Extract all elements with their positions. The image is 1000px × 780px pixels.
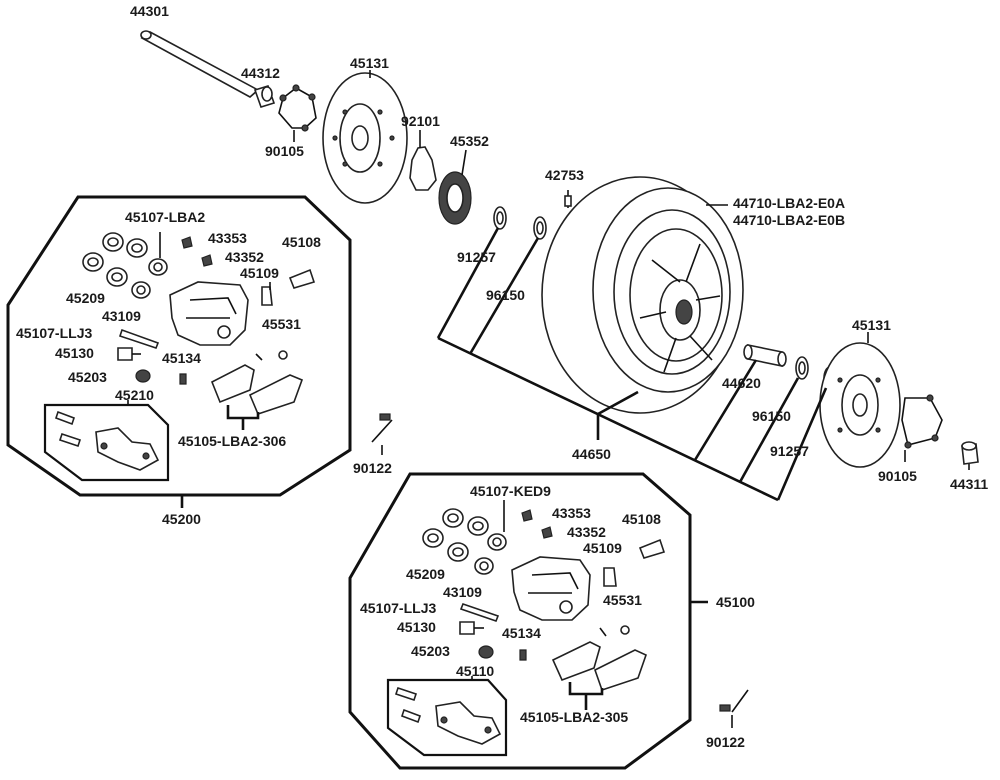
bracket-92101 (409, 130, 437, 191)
label-44312: 44312 (241, 65, 280, 81)
leader-44650 (436, 227, 828, 502)
label-45134-right: 45134 (502, 625, 541, 641)
label-45105-lba2-305: 45105-LBA2-305 (520, 709, 628, 725)
label-43353-right: 43353 (552, 505, 591, 521)
axle-44301 (140, 30, 260, 98)
label-45131-right: 45131 (852, 317, 891, 333)
label-44710b: 44710-LBA2-E0B (733, 212, 845, 228)
bearing-96150-left (533, 216, 547, 240)
label-96150-left: 96150 (486, 287, 525, 303)
label-45531-right: 45531 (603, 592, 642, 608)
label-43109-right: 43109 (443, 584, 482, 600)
bolt-set-90105-right (901, 394, 943, 462)
label-45110: 45110 (456, 663, 494, 679)
label-45108-left: 45108 (282, 234, 321, 250)
label-90122-mid: 90122 (353, 460, 392, 476)
sensor-ring-45352 (438, 149, 472, 225)
label-96150-right: 96150 (752, 408, 791, 424)
brake-disc-45131-top (322, 72, 408, 204)
label-44650: 44650 (572, 446, 611, 462)
label-43109-left: 43109 (102, 308, 141, 324)
label-45209-right: 45209 (406, 566, 445, 582)
labels: 44301 44312 45131 90105 92101 45352 4275… (16, 3, 988, 750)
label-44710a: 44710-LBA2-E0A (733, 195, 845, 211)
bolt-90122-bottom (719, 689, 749, 728)
label-44301: 44301 (130, 3, 169, 19)
label-45100: 45100 (716, 594, 755, 610)
valve-42753 (564, 190, 572, 208)
label-44620: 44620 (722, 375, 761, 391)
label-45107-ked9: 45107-KED9 (470, 483, 551, 499)
wheel-44710 (541, 176, 744, 414)
label-45109-right: 45109 (583, 540, 622, 556)
label-45203-left: 45203 (68, 369, 107, 385)
bolt-set-90105-top (278, 84, 317, 142)
label-45130-right: 45130 (397, 619, 436, 635)
label-90105-right: 90105 (878, 468, 917, 484)
label-92101: 92101 (401, 113, 440, 129)
label-45130-left: 45130 (55, 345, 94, 361)
spacer-44311 (961, 441, 979, 470)
label-42753: 42753 (545, 167, 584, 183)
label-45209-left: 45209 (66, 290, 105, 306)
caliper-group-45100 (348, 472, 708, 770)
label-45108-right: 45108 (622, 511, 661, 527)
label-43353-left: 43353 (208, 230, 247, 246)
caliper-group-45200 (6, 195, 352, 508)
label-90105-top: 90105 (265, 143, 304, 159)
collar-44620 (743, 344, 787, 367)
label-45352: 45352 (450, 133, 489, 149)
label-45109-left: 45109 (240, 265, 279, 281)
label-45107-lba2: 45107-LBA2 (125, 209, 205, 225)
label-45203-right: 45203 (411, 643, 450, 659)
label-45107-llj3-right: 45107-LLJ3 (360, 600, 436, 616)
label-90122-bottom: 90122 (706, 734, 745, 750)
label-45131-top: 45131 (350, 55, 389, 71)
label-45107-llj3-left: 45107-LLJ3 (16, 325, 92, 341)
label-45531-left: 45531 (262, 316, 301, 332)
label-91257-left: 91257 (457, 249, 496, 265)
bearing-96150-right (795, 356, 809, 380)
label-43352-left: 43352 (225, 249, 264, 265)
spacer-44312 (253, 85, 276, 108)
label-45200: 45200 (162, 511, 201, 527)
label-45134-left: 45134 (162, 350, 201, 366)
seal-91257-left (493, 206, 507, 230)
label-44311: 44311 (950, 476, 988, 492)
label-43352-right: 43352 (567, 524, 606, 540)
brake-disc-45131-right (819, 342, 901, 468)
bolt-90122-mid (371, 413, 393, 455)
label-45210: 45210 (115, 387, 154, 403)
label-91257-right: 91257 (770, 443, 809, 459)
label-45105-lba2-306: 45105-LBA2-306 (178, 433, 286, 449)
